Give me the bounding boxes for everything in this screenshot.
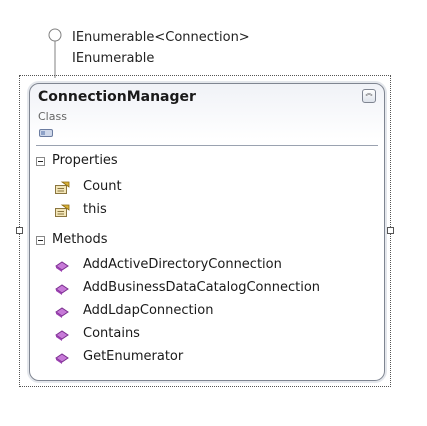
selection-outline[interactable] — [16, 75, 394, 387]
chevrons-up-icon: ︽ — [365, 89, 373, 97]
method-icon — [55, 330, 69, 341]
resize-handle-left[interactable] — [16, 227, 23, 234]
section-label: Properties — [52, 153, 118, 168]
interface-lollipop-icon — [48, 28, 62, 78]
property-label: this — [83, 202, 107, 217]
method-icon — [55, 284, 69, 295]
method-icon — [55, 353, 69, 364]
header-divider — [36, 145, 378, 146]
class-name[interactable]: ConnectionManager — [38, 89, 196, 105]
class-shape[interactable]: ConnectionManager Class ︽ Properties Cou… — [29, 83, 385, 381]
property-icon — [55, 204, 70, 217]
section-label: Methods — [52, 232, 108, 247]
interface-label: IEnumerable — [72, 51, 155, 66]
method-label: AddBusinessDataCatalogConnection — [83, 280, 321, 295]
method-label: AddLdapConnection — [83, 303, 214, 318]
method-label: Contains — [83, 326, 140, 341]
method-label: GetEnumerator — [83, 349, 184, 364]
collapse-minus-icon[interactable] — [36, 157, 45, 166]
interface-label: IEnumerable<Connection> — [72, 30, 250, 45]
property-icon — [55, 181, 70, 194]
collapse-minus-icon[interactable] — [36, 236, 45, 245]
class-icon — [39, 129, 53, 137]
collapse-button[interactable]: ︽ — [362, 89, 376, 103]
method-icon — [55, 261, 69, 272]
method-icon — [55, 307, 69, 318]
method-label: AddActiveDirectoryConnection — [83, 257, 282, 272]
class-stereotype: Class — [38, 110, 67, 123]
property-label: Count — [83, 179, 122, 194]
interface-lollipops: IEnumerable<Connection> IEnumerable — [48, 28, 408, 78]
resize-handle-right[interactable] — [387, 227, 394, 234]
